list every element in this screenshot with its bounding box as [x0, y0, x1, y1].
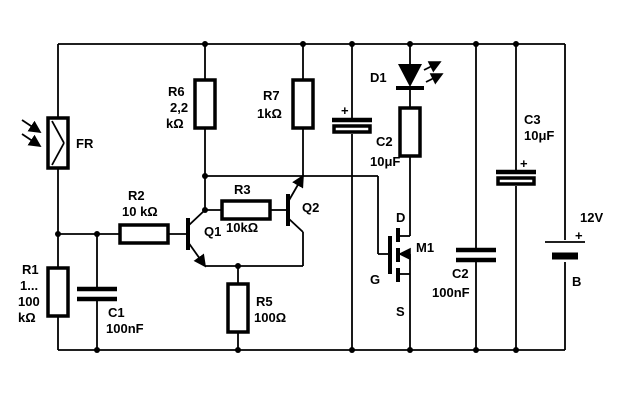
- c1-label: C1: [108, 305, 125, 320]
- capacitor-c2-electrolytic: + C2 10μF: [332, 44, 400, 350]
- r1-value-line3: kΩ: [18, 310, 36, 325]
- m1-gate-label: G: [370, 272, 380, 287]
- battery-b: + 12V B: [545, 210, 603, 289]
- c2-electrolytic-plus: +: [341, 103, 349, 118]
- fr-label: FR: [76, 136, 94, 151]
- capacitor-c2-ceramic: C2 100nF: [432, 44, 496, 350]
- r1-value-line2: 100: [18, 294, 40, 309]
- c1-value: 100nF: [106, 321, 144, 336]
- r7-label: R7: [263, 88, 280, 103]
- r5-value: 100Ω: [254, 310, 286, 325]
- resistor-r7: R7 1kΩ: [257, 44, 315, 176]
- c3-value: 10μF: [524, 128, 554, 143]
- m1-source-label: S: [396, 304, 405, 319]
- resistor-r1: R1 1... 100 kΩ: [18, 262, 70, 350]
- r1-label: R1: [22, 262, 39, 277]
- capacitor-c3: + C3 10μF: [496, 44, 554, 350]
- d1-label: D1: [370, 70, 387, 85]
- led-d1: D1: [370, 44, 444, 108]
- transistor-q2: Q2: [286, 174, 319, 233]
- r1-value-line1: 1...: [20, 278, 38, 293]
- battery-plus: +: [575, 228, 583, 243]
- supply-rails: [58, 43, 566, 351]
- c2-electrolytic-value: 10μF: [370, 154, 400, 169]
- q1-label: Q1: [204, 224, 221, 239]
- c3-plus: +: [520, 156, 528, 171]
- c2-ceramic-label: C2: [452, 266, 469, 281]
- r2-label: R2: [128, 188, 145, 203]
- photoresistor-fr: FR: [21, 44, 94, 268]
- transistor-q1: Q1: [186, 209, 221, 268]
- m1-drain-label: D: [396, 210, 405, 225]
- r3-value: 10kΩ: [226, 220, 258, 235]
- resistor-r6: R6 2,2 kΩ: [166, 44, 217, 210]
- r6-value-line2: kΩ: [166, 116, 184, 131]
- resistor-r5: R5 100Ω: [226, 282, 286, 350]
- r6-value-line1: 2,2: [170, 100, 188, 115]
- resistor-r3: R3 10kΩ: [205, 182, 286, 235]
- mosfet-m1: M1 D G S: [370, 210, 434, 350]
- emitter-network: [205, 232, 304, 284]
- r3-label: R3: [234, 182, 251, 197]
- r2-value: 10 kΩ: [122, 204, 158, 219]
- junctions: [55, 41, 519, 353]
- c2-electrolytic-label: C2: [376, 134, 393, 149]
- q2-label: Q2: [302, 200, 319, 215]
- m1-label: M1: [416, 240, 434, 255]
- resistor-led: [398, 106, 422, 236]
- battery-label: B: [572, 274, 581, 289]
- c2-ceramic-value: 100nF: [432, 285, 470, 300]
- battery-voltage: 12V: [580, 210, 603, 225]
- r7-value: 1kΩ: [257, 106, 282, 121]
- resistor-r2: R2 10 kΩ: [118, 188, 186, 245]
- c3-label: C3: [524, 112, 541, 127]
- capacitor-c1: C1 100nF: [58, 233, 144, 350]
- r5-label: R5: [256, 294, 273, 309]
- r6-label: R6: [168, 84, 185, 99]
